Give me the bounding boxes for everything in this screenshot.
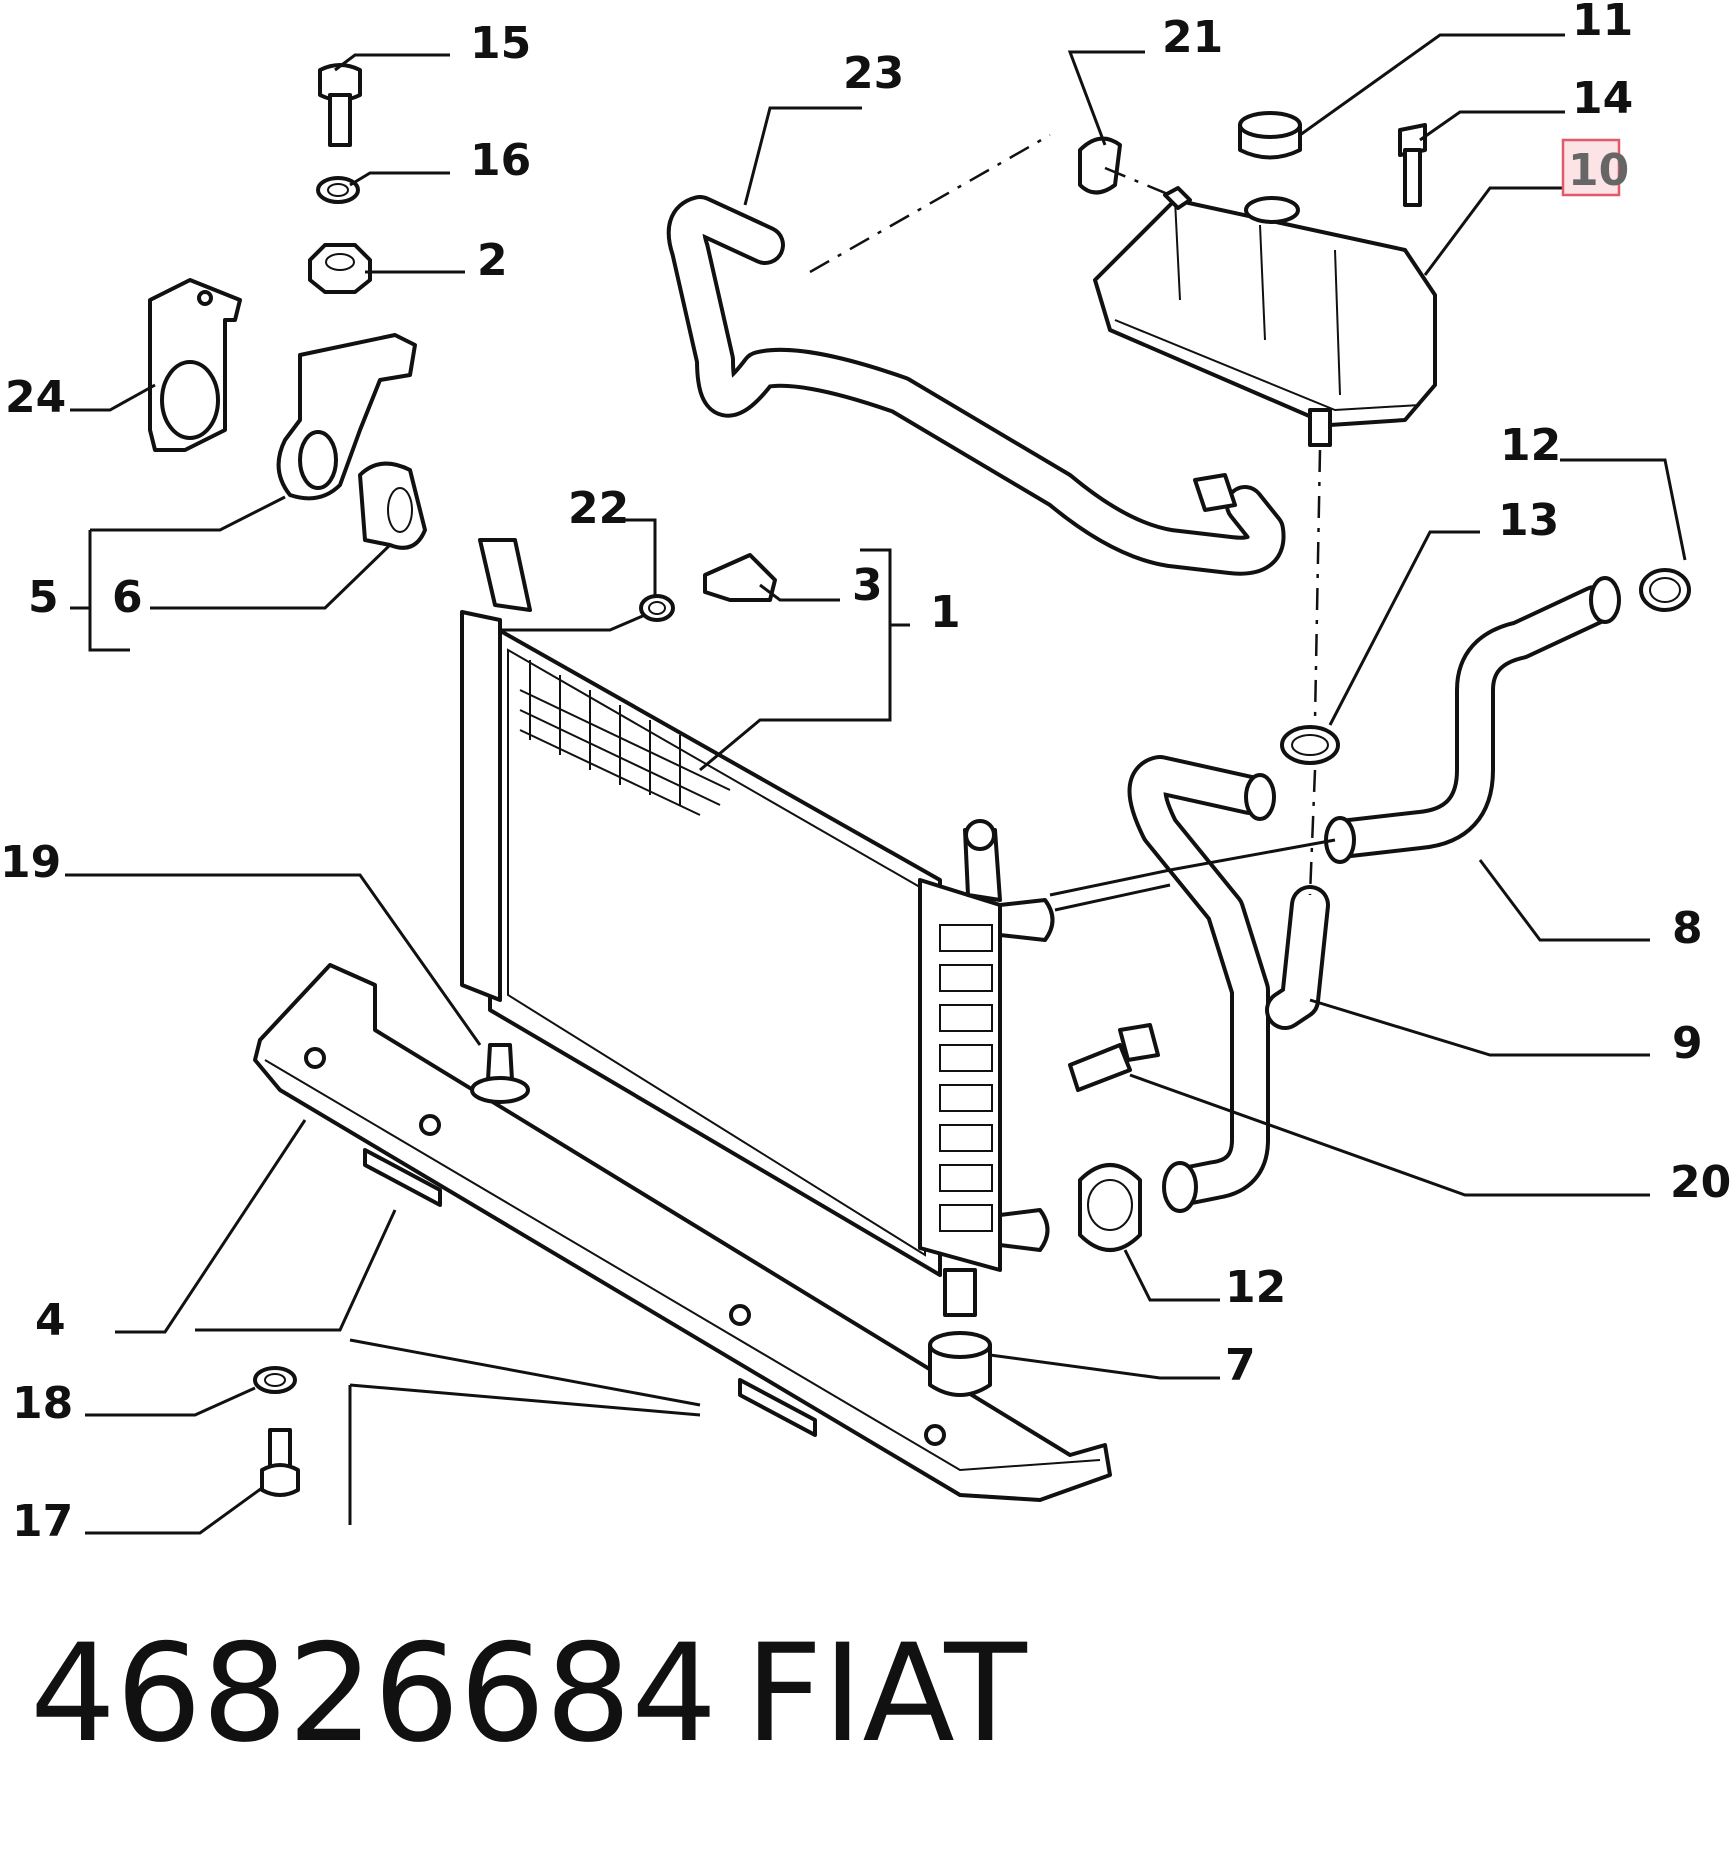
- bracket-5: [276, 333, 417, 501]
- callout-22: 22: [568, 483, 629, 534]
- callout-6: 6: [112, 572, 143, 623]
- bolt-17: [260, 1428, 300, 1497]
- bracket-24: [148, 278, 242, 452]
- callout-12-upper: 12: [1500, 420, 1561, 471]
- washer-16: [316, 176, 360, 204]
- callout-16: 16: [470, 135, 531, 186]
- callout-14: 14: [1572, 73, 1633, 124]
- callout-12-lower: 12: [1225, 1262, 1286, 1313]
- plug-3: [703, 553, 777, 602]
- callout-1: 1: [930, 587, 961, 638]
- brand-name: FIAT: [745, 1615, 1027, 1772]
- callout-23: 23: [843, 48, 904, 99]
- grommet-7: [928, 1331, 992, 1397]
- crossmember: [253, 963, 1112, 1502]
- clamp-21: [1078, 136, 1122, 195]
- callout-7: 7: [1225, 1340, 1256, 1391]
- expansion-tank: [1093, 186, 1437, 447]
- callout-10-highlight: 10: [1561, 138, 1629, 197]
- washer-22: [639, 594, 675, 622]
- callout-labels: 15 16 2 24 5 6 23 21 11 14 10 12 13 22 3…: [0, 0, 1731, 1547]
- cap: [1238, 111, 1302, 160]
- callout-19: 19: [0, 837, 61, 888]
- leader-lines: [65, 33, 1687, 1535]
- callout-2: 2: [477, 235, 508, 286]
- bolt-14: [1398, 123, 1427, 207]
- grommet-19: [470, 1043, 530, 1104]
- part-number: 46826684: [30, 1615, 717, 1772]
- callout-8: 8: [1672, 903, 1703, 954]
- mount-6: [358, 461, 427, 550]
- clamp-12-lower: [1078, 1163, 1142, 1252]
- nut-2: [308, 243, 372, 294]
- callout-20: 20: [1670, 1157, 1731, 1208]
- callout-24: 24: [5, 372, 66, 423]
- hose-23: [666, 195, 1286, 576]
- callout-9: 9: [1672, 1018, 1703, 1069]
- clamp-13: [1280, 725, 1340, 765]
- callout-18: 18: [12, 1378, 73, 1429]
- callout-11: 11: [1572, 0, 1633, 46]
- callout-4: 4: [35, 1295, 66, 1346]
- callout-13: 13: [1498, 495, 1559, 546]
- callout-3: 3: [852, 560, 883, 611]
- hose-9: [1127, 755, 1330, 1213]
- radiator: [460, 538, 1055, 1317]
- bolt-20: [1068, 1023, 1160, 1092]
- callout-5: 5: [28, 572, 59, 623]
- callout-10: 10: [1568, 145, 1629, 196]
- callout-21: 21: [1162, 12, 1223, 63]
- hose-8: [1324, 576, 1621, 864]
- callout-17: 17: [12, 1496, 73, 1547]
- washer-18: [253, 1366, 297, 1394]
- callout-15: 15: [470, 18, 531, 69]
- bolt-15: [318, 63, 362, 147]
- clamp-12-upper: [1639, 568, 1691, 612]
